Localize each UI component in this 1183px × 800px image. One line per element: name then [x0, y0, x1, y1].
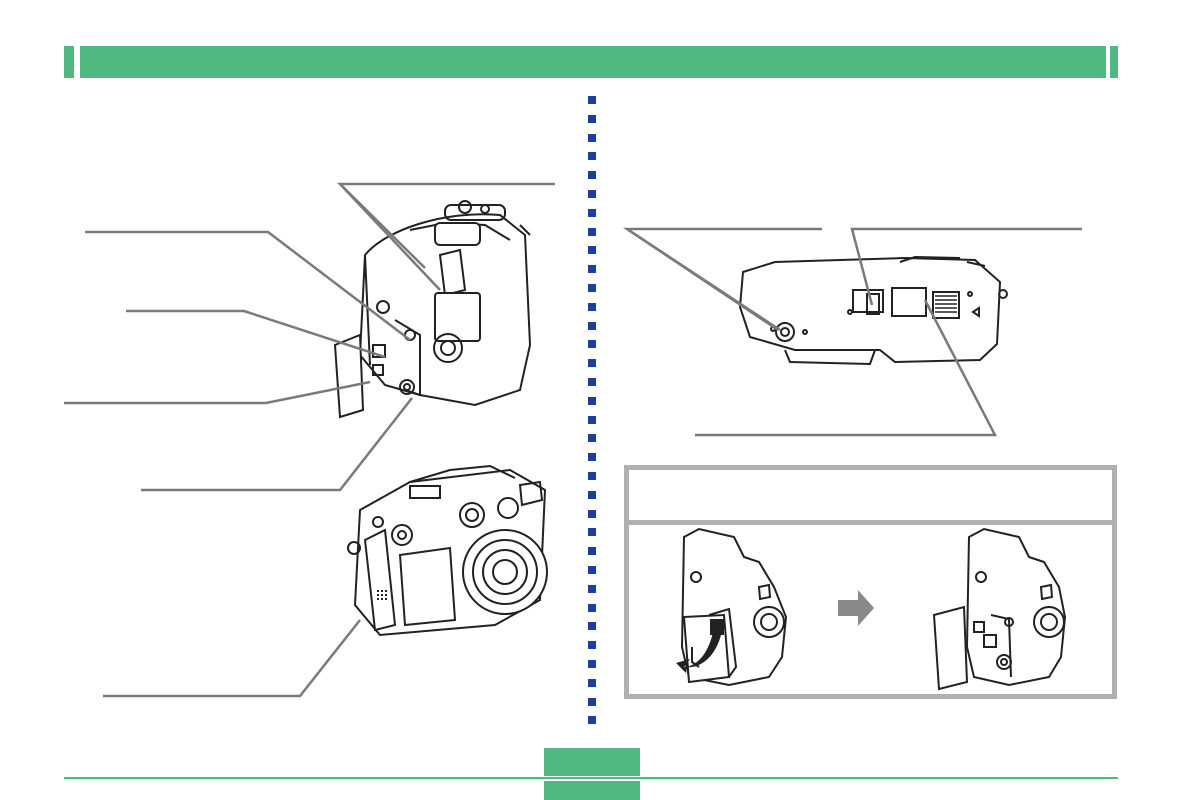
divider-dot [588, 566, 596, 574]
divider-dot [588, 302, 596, 311]
divider-dot [588, 171, 596, 180]
divider-dot [588, 697, 596, 706]
divider-dot [588, 396, 596, 405]
camera-cover-closed-illustration [676, 527, 788, 687]
divider-dot [588, 472, 596, 480]
column-divider [587, 96, 597, 736]
divider-dot [588, 190, 596, 198]
divider-dot [588, 265, 596, 274]
camera-rear-illustration [333, 200, 532, 419]
divider-dot [588, 246, 596, 255]
right-arrow-icon [838, 590, 874, 626]
divider-dot [588, 434, 596, 443]
divider-dot [588, 453, 596, 462]
divider-dot [588, 509, 596, 518]
divider-dot [588, 678, 596, 687]
divider-dot [588, 321, 596, 330]
divider-dot [588, 415, 596, 424]
divider-dot [588, 114, 596, 123]
divider-dot [588, 340, 596, 349]
divider-dot [588, 152, 596, 161]
divider-dot [588, 603, 596, 612]
divider-dot [588, 133, 596, 142]
divider-dot [588, 359, 596, 368]
footer-rule [64, 777, 1118, 779]
page-number-tab [544, 748, 640, 776]
camera-front-illustration [347, 464, 548, 637]
divider-dot [588, 208, 596, 217]
tip-box [624, 465, 1117, 699]
header-bar [64, 46, 1118, 78]
camera-bottom-illustration [738, 255, 1008, 366]
divider-dot [588, 227, 596, 236]
divider-dot [588, 660, 596, 668]
divider-dot [588, 622, 596, 631]
camera-cover-open-illustration [932, 527, 1067, 691]
divider-dot [588, 547, 596, 556]
divider-dot [588, 528, 596, 537]
divider-dot [588, 378, 596, 386]
divider-dot [588, 584, 596, 593]
divider-dot [588, 641, 596, 650]
page-number-tab-lower [544, 781, 640, 800]
divider-dot [588, 490, 596, 499]
divider-dot [588, 96, 596, 104]
callout-line-5 [103, 619, 361, 698]
divider-dot [588, 716, 596, 725]
divider-dot [588, 284, 596, 292]
